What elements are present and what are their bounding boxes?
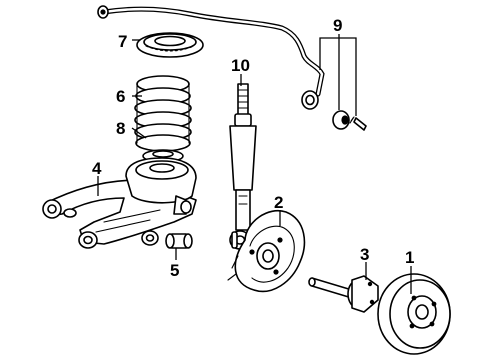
callout-1: 1 <box>405 248 414 267</box>
spring-lower-seat <box>125 157 197 215</box>
callout-9: 9 <box>333 16 342 35</box>
callout-labels: 1 2 3 4 5 6 7 8 9 10 <box>92 16 414 280</box>
callout-5: 5 <box>170 261 179 280</box>
callout-4: 4 <box>92 159 102 178</box>
callout-7: 7 <box>118 32 127 51</box>
stabilizer-link-kit <box>332 110 367 131</box>
coil-spring <box>134 75 192 152</box>
callout-10: 10 <box>231 56 250 75</box>
leader-8 <box>131 127 147 139</box>
arm-bushing <box>165 233 193 249</box>
stabilizer-bar <box>97 5 325 110</box>
backing-plate <box>227 209 306 293</box>
axle-hub <box>308 275 379 313</box>
callout-8: 8 <box>116 119 125 138</box>
leader-lines <box>97 34 412 294</box>
upper-spring-seat <box>136 32 204 58</box>
brake-drum <box>377 273 451 355</box>
callout-6: 6 <box>116 87 125 106</box>
callout-3: 3 <box>360 245 369 264</box>
leader-9 <box>319 34 357 116</box>
callout-2: 2 <box>274 193 283 212</box>
